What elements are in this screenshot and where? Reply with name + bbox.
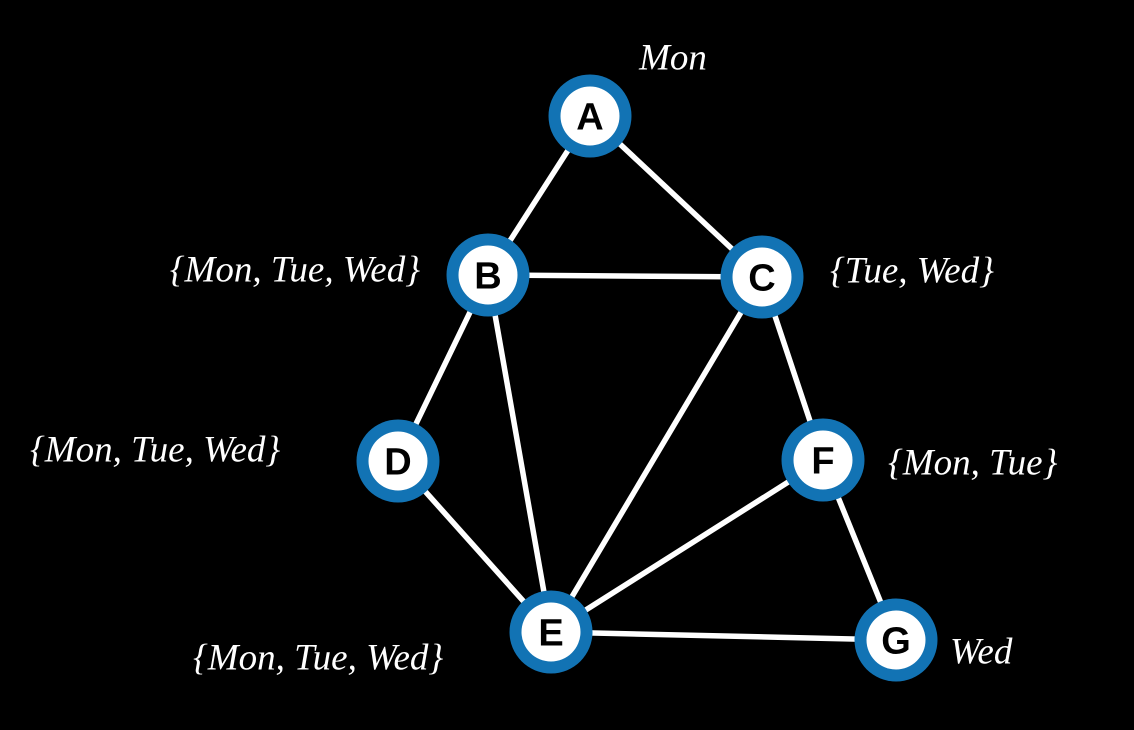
nodes-layer: A B C D E F G — [356, 74, 938, 682]
edges-layer — [395, 113, 899, 643]
edge-B-C — [485, 272, 765, 280]
labels-layer: Mon {Mon, Tue, Wed} {Tue, Wed} {Mon, Tue, W… — [30, 38, 1058, 679]
node-F: F — [781, 418, 865, 502]
node-D-fill — [368, 431, 428, 491]
node-E-letter: E — [538, 613, 563, 655]
edge-E-G — [548, 629, 899, 643]
node-G-letter: G — [881, 621, 911, 663]
node-B-domain-label: {Mon, Tue, Wed} — [170, 250, 420, 291]
node-F-domain-label: {Mon, Tue} — [888, 443, 1058, 484]
edge-C-E — [548, 274, 765, 635]
node-B-fill — [458, 245, 518, 305]
node-C-domain-label: {Tue, Wed} — [830, 251, 994, 292]
node-B-letter: B — [474, 256, 501, 298]
node-C-letter: C — [748, 258, 775, 300]
node-C-fill — [732, 247, 792, 307]
node-F-letter: F — [811, 441, 834, 483]
node-G-fill — [866, 610, 926, 670]
node-D: D — [356, 419, 440, 503]
edge-E-F — [548, 457, 826, 635]
node-A: A — [548, 74, 632, 158]
node-E: E — [509, 590, 593, 674]
node-E-fill — [521, 602, 581, 662]
node-A-fill — [560, 86, 620, 146]
node-F-fill — [793, 430, 853, 490]
node-D-domain-label: {Mon, Tue, Wed} — [30, 430, 280, 471]
edge-B-E — [485, 272, 554, 635]
node-A-domain-label: Mon — [638, 38, 707, 79]
node-B: B — [446, 233, 530, 317]
node-C: C — [720, 235, 804, 319]
node-A-letter: A — [576, 97, 603, 139]
node-G: G — [854, 598, 938, 682]
node-G-domain-label: Wed — [950, 632, 1013, 673]
node-D-letter: D — [384, 442, 411, 484]
node-E-domain-label: {Mon, Tue, Wed} — [193, 638, 443, 679]
